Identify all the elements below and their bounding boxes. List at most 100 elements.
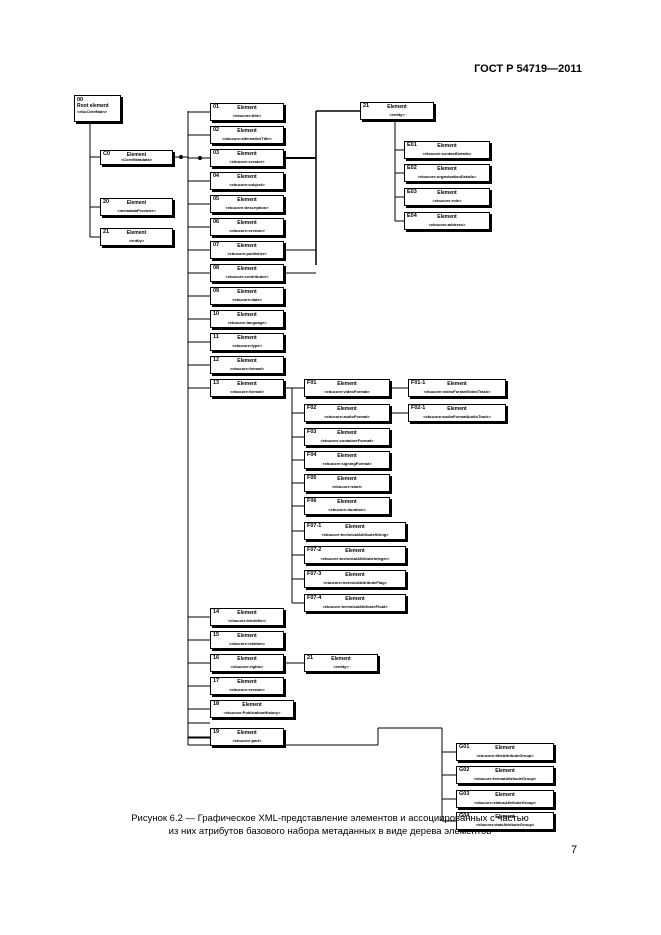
node-number: F05: [307, 475, 317, 481]
node-number: F07-3: [307, 571, 322, 577]
node-number: 02: [213, 127, 220, 133]
node-tag: <ebucore:statusAttributeGroup>: [473, 800, 536, 805]
node-kind: Element: [237, 633, 257, 639]
node-kind: Element: [237, 266, 257, 272]
node-kind: Element: [337, 381, 357, 387]
node-kind: Element: [237, 679, 257, 685]
node-number: F04: [307, 452, 317, 458]
node-kind: Element: [237, 730, 257, 736]
node-tag: <ebucore:technicalAttributeFlag>: [323, 580, 387, 585]
node-number: F01: [307, 380, 317, 386]
node-kind: Element: [237, 656, 257, 662]
node-tag: <ebucore:description>: [225, 205, 269, 210]
junction-dot: [179, 155, 183, 159]
node-kind: Element: [237, 610, 257, 616]
node-tag: <ebucore:relation>: [228, 641, 265, 646]
node-kind: Element: [345, 572, 365, 578]
node-tag: <ebucore:version>: [229, 228, 265, 233]
node-kind: Element: [437, 214, 457, 220]
node-tag: <ebucore:start>: [331, 484, 363, 489]
node-tag: <ebucore:signingFormat>: [322, 461, 372, 466]
node-kind: Element: [495, 814, 515, 820]
node-number: 06: [213, 219, 220, 225]
node-tag: <ebucore:subject>: [229, 182, 265, 187]
caption-line-2: из них атрибутов базового набора метадан…: [168, 826, 492, 837]
node-kind: Element: [126, 230, 147, 236]
node-tag: <ebucore:publisher>: [227, 251, 267, 256]
element-node-e303: E03 Element <ebucore:role>: [404, 188, 490, 206]
node-number: G04: [459, 813, 470, 819]
node-tag: <ebucore:format>: [229, 366, 264, 371]
node-kind: Element: [237, 243, 257, 249]
node-number: F07-1: [307, 523, 322, 529]
node-kind: Root element: [77, 103, 109, 109]
node-tag: <ebucore:dateAttributeGroup>: [475, 822, 535, 827]
node-kind: Element: [237, 105, 257, 111]
node-number: E04: [407, 213, 417, 219]
node-number: 21: [307, 655, 314, 661]
node-tag: <ebucore:videoFormatVideoTrack>: [423, 389, 491, 394]
node-kind: Element: [242, 702, 262, 708]
node-tag: <ebuCoreMain>: [77, 109, 108, 114]
node-kind: Element: [237, 174, 257, 180]
node-number: 08: [213, 265, 220, 271]
node-number: F01-1: [411, 380, 426, 386]
node-tag: <ebucore:rights>: [230, 664, 264, 669]
element-node-f073: F07-3 Element <ebucore:technicalAttributeF…: [304, 570, 406, 588]
node-number: F02-1: [411, 405, 426, 411]
node-tag: <ebucore:role>: [432, 198, 462, 203]
node-number: G03: [459, 791, 470, 797]
node-tag: <ebucore:PublicationHistory>: [223, 710, 281, 715]
node-number: 13: [213, 380, 220, 386]
node-number: F03: [307, 429, 317, 435]
node-kind: Element: [237, 220, 257, 226]
node-number: E03: [407, 189, 417, 195]
node-number: 05: [213, 196, 220, 202]
element-node-e06: 06 Element <ebucore:version>: [210, 218, 284, 236]
node-kind: Element: [437, 190, 457, 196]
node-tag: <ebucore:organisationDetails>: [417, 174, 477, 179]
node-kind: Element: [387, 104, 407, 110]
node-tag: <ebucore:contactDetails>: [422, 151, 472, 156]
node-tag: <ebucore:duration>: [328, 507, 366, 512]
node-number: 00: [77, 97, 84, 103]
node-kind: Element: [337, 453, 357, 459]
node-kind: Element: [237, 151, 257, 157]
node-tag: <ebucore:audioFormatAudioTrack>: [423, 414, 491, 419]
node-number: 09: [213, 288, 220, 294]
node-kind: Element: [495, 768, 515, 774]
node-number: 04: [213, 173, 220, 179]
node-kind: Element: [237, 197, 257, 203]
node-number: 12: [213, 357, 220, 363]
node-kind: Element: [237, 128, 257, 134]
standard-header: ГОСТ Р 54719—2011: [474, 63, 582, 75]
node-number: 21: [363, 103, 370, 109]
node-tag: <ebucore:format>: [229, 389, 264, 394]
node-number: E01: [407, 142, 417, 148]
node-tag: <ebucore:audioFormat>: [324, 414, 370, 419]
node-number: 14: [213, 609, 220, 615]
